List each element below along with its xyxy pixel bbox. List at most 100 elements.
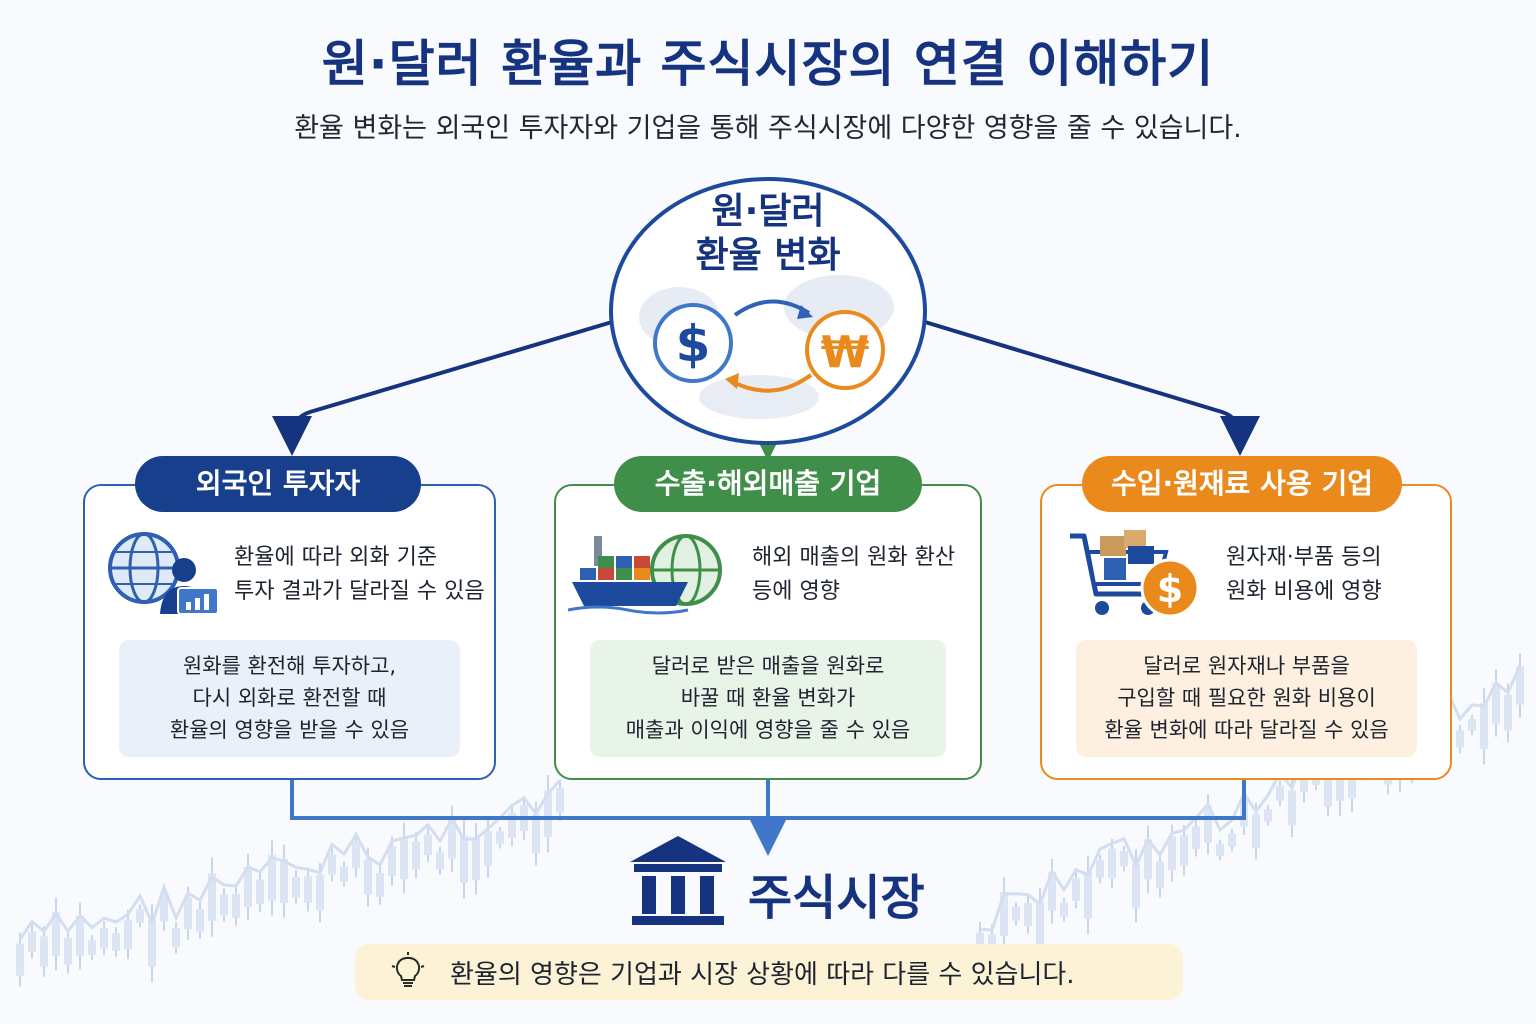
bg-candle-body xyxy=(1108,848,1116,879)
bg-candle-body xyxy=(1048,871,1056,911)
bg-candle-body xyxy=(508,812,516,838)
card-note-importers: 달러로 원자재나 부품을 구입할 때 필요한 원화 비용이 환율 변화에 따라 … xyxy=(1076,640,1417,757)
page-title: 원·달러 환율과 주식시장의 연결 이해하기 xyxy=(321,35,1215,93)
bg-candle-body xyxy=(28,931,36,952)
bg-candle-body xyxy=(208,873,216,921)
bg-candle-body xyxy=(1288,790,1296,826)
bg-candle-body xyxy=(1168,835,1176,871)
page-subtitle: 환율 변화는 외국인 투자자와 기업을 통해 주식시장에 다양한 영향을 줄 수… xyxy=(294,113,1242,144)
bg-candle-body xyxy=(556,787,564,813)
arrow-hub-to-importer xyxy=(924,320,1260,456)
card-note-exporters: 달러로 받은 매출을 원화로 바꿀 때 환율 변화가 매출과 이익에 영향을 줄… xyxy=(590,640,946,757)
bg-candle-body xyxy=(124,919,132,950)
bg-candle-body xyxy=(160,893,168,922)
dollar-coin-icon xyxy=(653,303,733,383)
bg-candle-body xyxy=(1192,826,1200,849)
bg-candle-body xyxy=(316,874,324,911)
hub-title: 원·달러 환율 변화 xyxy=(695,191,841,276)
svg-text:$: $ xyxy=(1157,567,1183,611)
stock-market-label: 주식시장 xyxy=(748,870,925,926)
bg-candle-body xyxy=(64,937,72,965)
card-note-foreign-investors: 원화를 환전해 투자하고, 다시 외화로 환전할 때 환율의 영향을 받을 수 … xyxy=(119,640,460,757)
bg-candle-body xyxy=(544,790,552,837)
bank-building-icon xyxy=(630,836,726,925)
bg-candle-body xyxy=(1252,814,1260,849)
bg-candle-body xyxy=(232,893,240,918)
bg-candle-body xyxy=(88,940,96,956)
bg-candle-body xyxy=(1468,718,1476,732)
bg-candle-body xyxy=(184,897,192,930)
won-coin-icon xyxy=(805,310,885,390)
bg-candle-body xyxy=(484,831,492,867)
card-desc-exporters: 해외 매출의 원화 환산 등에 영향 xyxy=(752,545,956,604)
bg-candle-body xyxy=(40,936,48,967)
bg-candle-body xyxy=(388,846,396,877)
bg-candle-body xyxy=(1180,835,1188,866)
bg-candle-body xyxy=(496,831,504,845)
bg-candle-body xyxy=(1132,863,1140,908)
bg-candle-body xyxy=(1084,871,1092,919)
bg-candle-body xyxy=(1480,703,1488,750)
tip-text: 환율의 영향은 기업과 시장 상황에 따라 다를 수 있습니다. xyxy=(450,960,1075,990)
bg-candle-body xyxy=(1204,806,1212,843)
bg-candle-body xyxy=(328,854,336,875)
bg-candle-body xyxy=(1000,891,1008,936)
bg-candle-body xyxy=(196,909,204,932)
bg-candle-body xyxy=(1036,902,1044,946)
globe-investor-icon xyxy=(108,532,219,615)
bg-candle-body xyxy=(148,919,156,967)
bg-candle-body xyxy=(1264,809,1272,822)
card-title-exporters: 수출·해외매출 기업 xyxy=(614,456,922,512)
bg-candle-body xyxy=(1012,906,1020,921)
shopping-cart-icon: $ xyxy=(1070,530,1200,618)
bg-candle-body xyxy=(1096,860,1104,878)
bg-candle-body xyxy=(412,841,420,870)
bg-candle-body xyxy=(364,859,372,895)
bg-candle-body xyxy=(340,866,348,882)
bg-candle-body xyxy=(1456,730,1464,748)
exchange-rate-hub xyxy=(609,177,927,445)
bg-candle-body xyxy=(1024,903,1032,926)
lightbulb-icon xyxy=(391,952,425,987)
bg-candle-body xyxy=(1516,666,1524,705)
bg-candle-body xyxy=(1156,861,1164,889)
bg-trend-line xyxy=(18,779,562,941)
bg-candle-body xyxy=(292,877,300,898)
bg-candle-body xyxy=(280,859,288,904)
bg-candle-body xyxy=(532,814,540,853)
bg-candle-body xyxy=(100,927,108,949)
bg-candle-body xyxy=(1492,682,1500,724)
svg-text:₩: ₩ xyxy=(821,327,870,378)
bg-candle-body xyxy=(304,876,312,903)
arrow-hub-to-investor xyxy=(272,320,613,456)
bg-candle-body xyxy=(16,943,24,976)
bg-candle-body xyxy=(256,879,264,905)
bg-candle-body xyxy=(220,894,228,916)
bg-candle-body xyxy=(268,855,276,901)
hub-graphics: $ ₩ xyxy=(639,275,894,419)
bg-candle-body xyxy=(436,852,444,870)
bg-candle-body xyxy=(1504,694,1512,731)
bg-candle-body xyxy=(1144,839,1152,880)
svg-text:$: $ xyxy=(676,315,711,373)
cargo-ship-icon xyxy=(568,534,722,615)
bg-candle-body xyxy=(1276,785,1284,801)
bg-candle-body xyxy=(1216,843,1224,856)
tip-box xyxy=(355,944,1183,1000)
bg-candle-body xyxy=(244,867,252,907)
bg-candle-body xyxy=(1120,850,1128,867)
bg-candle-body xyxy=(376,873,384,897)
bg-candle-body xyxy=(460,835,468,883)
bg-candle-body xyxy=(472,837,480,881)
bg-candle-body xyxy=(424,834,432,856)
bg-candle-body xyxy=(1072,878,1080,901)
card-title-foreign-investors: 외국인 투자자 xyxy=(135,456,421,512)
bg-candle-body xyxy=(52,911,60,956)
bg-candle-body xyxy=(400,836,408,880)
bg-candle-body xyxy=(136,909,144,923)
bg-candle-body xyxy=(112,933,120,951)
bg-candle-body xyxy=(352,841,360,869)
bg-candle-body xyxy=(76,915,84,956)
card-desc-importers: 원자재·부품 등의 원화 비용에 영향 xyxy=(1226,545,1382,604)
arrow-left-icon xyxy=(730,373,813,393)
